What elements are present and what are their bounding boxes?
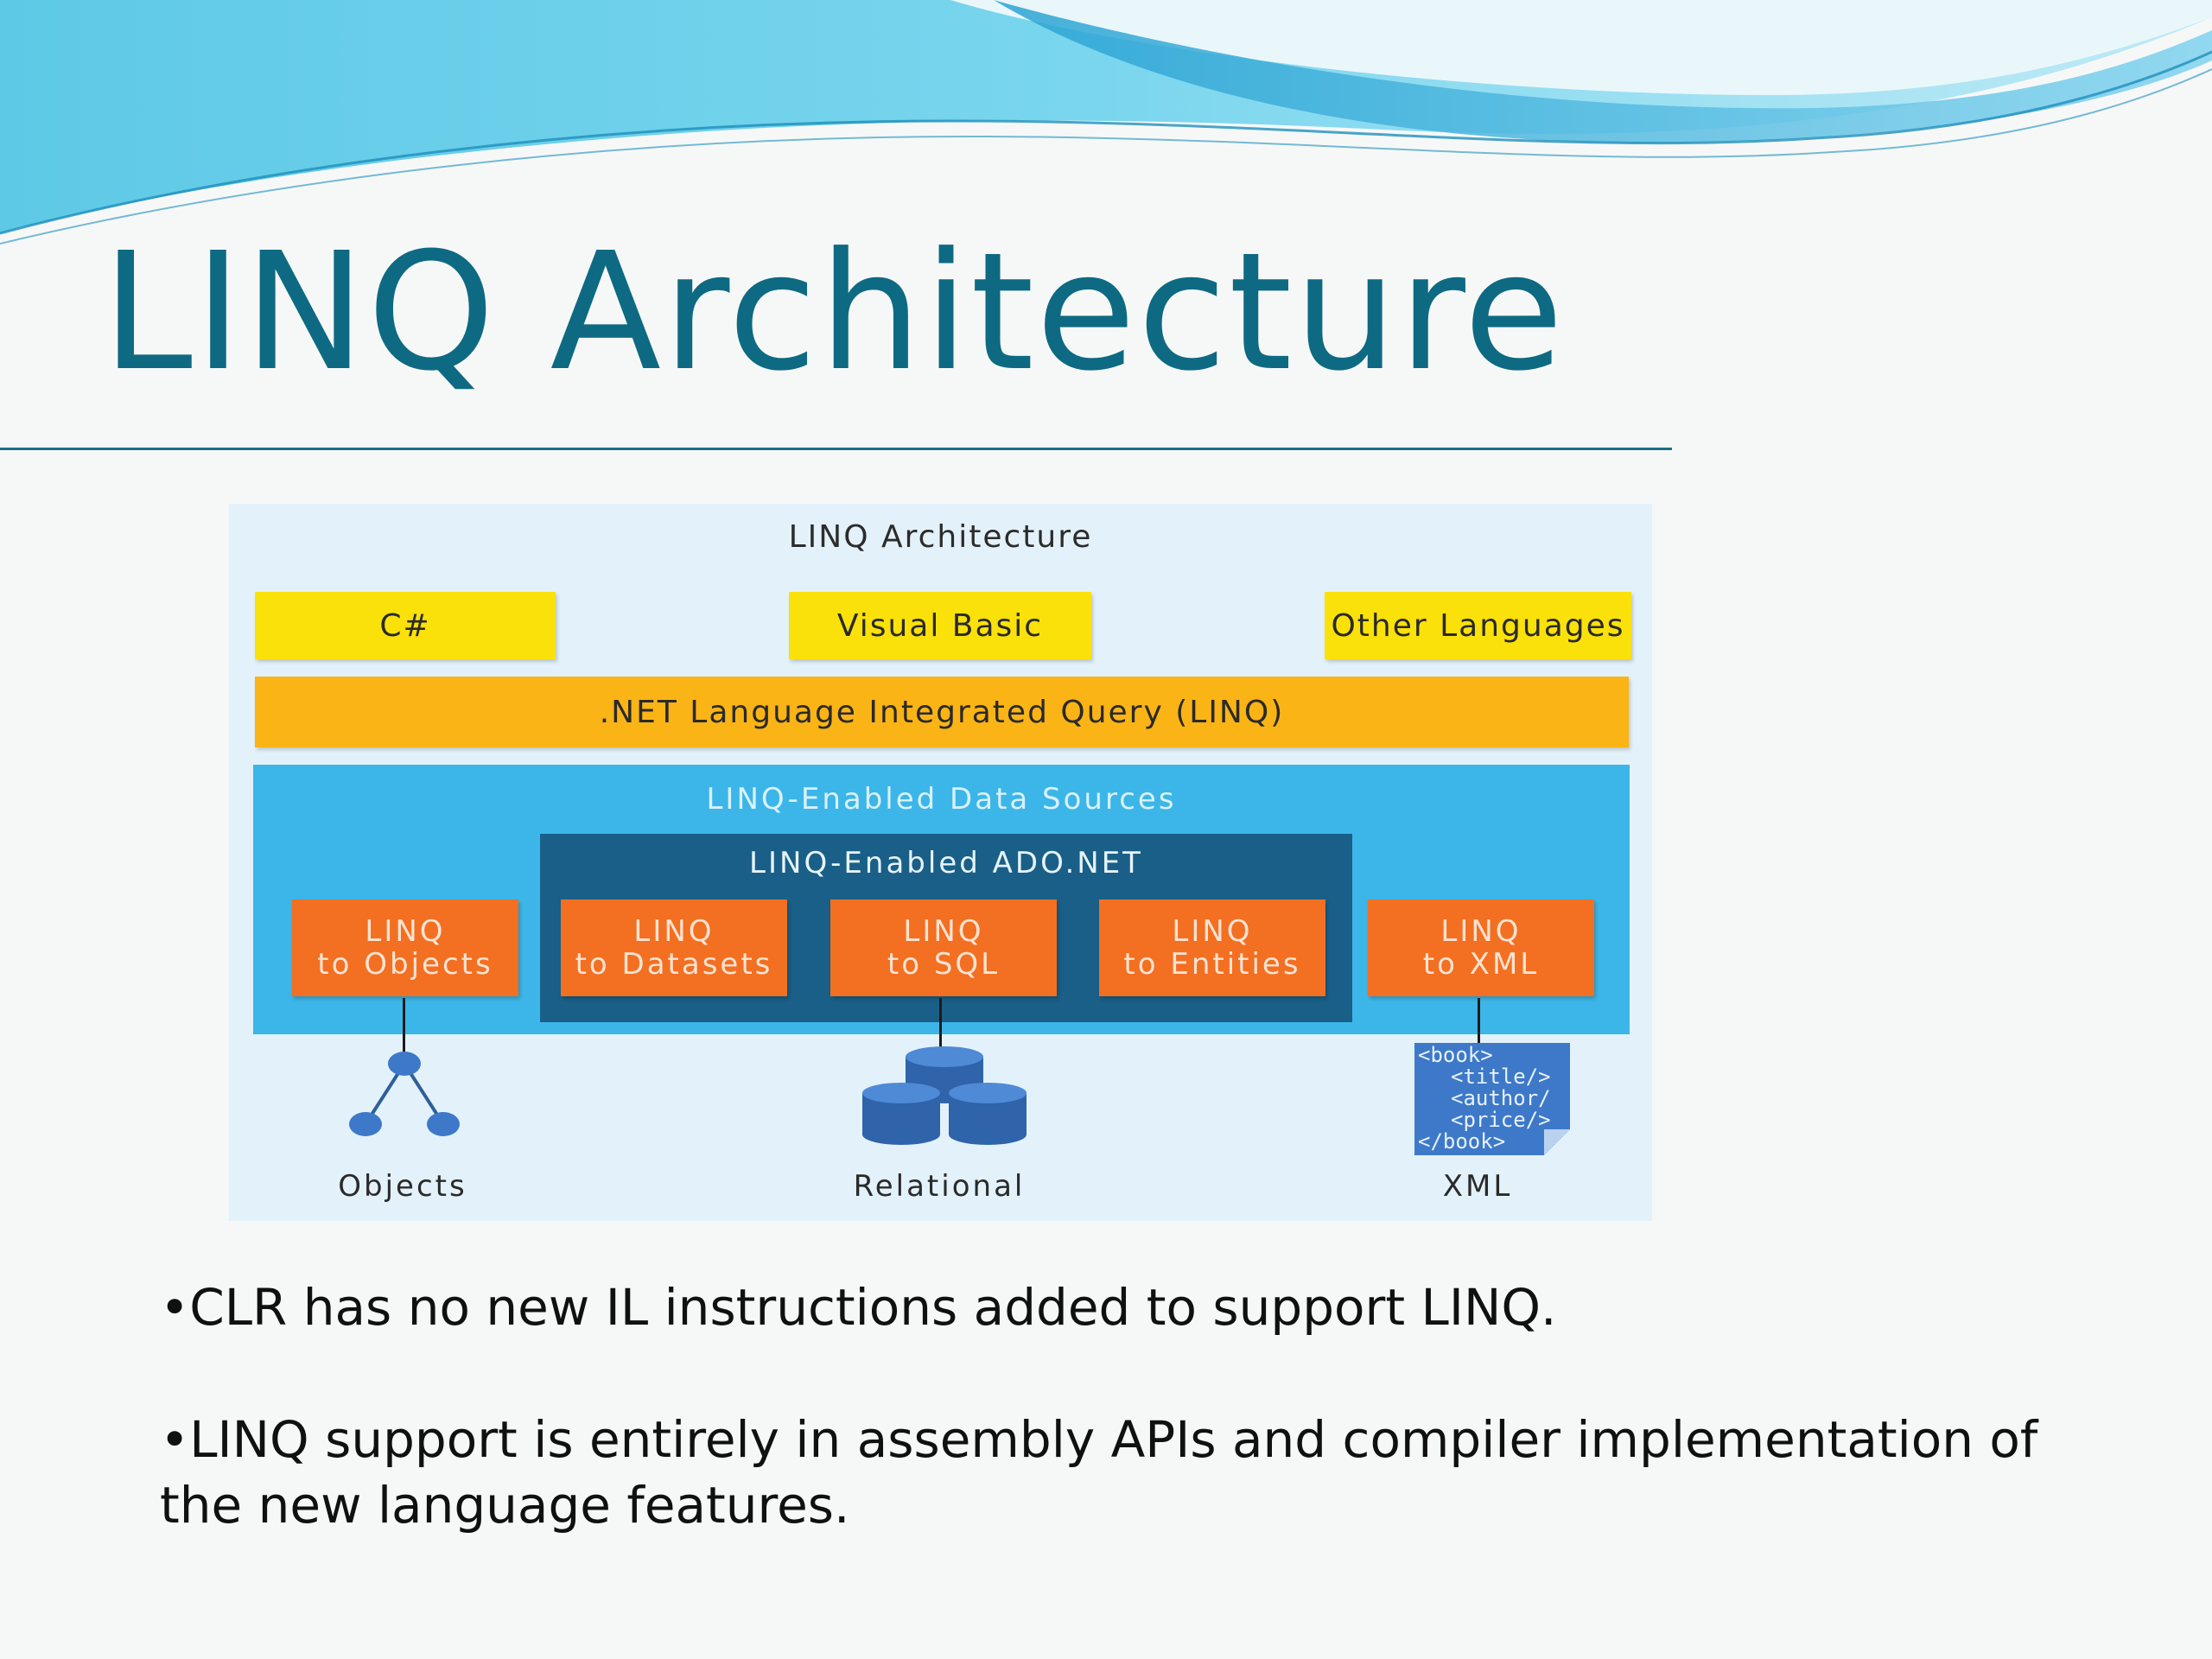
xml-snippet-line: <author/ bbox=[1451, 1086, 1551, 1110]
diagram-title: LINQ Architecture bbox=[788, 519, 1093, 555]
provider-line1: LINQ bbox=[1172, 914, 1253, 949]
provider-line2: to Objects bbox=[317, 947, 493, 982]
provider-line2: to SQL bbox=[887, 947, 1001, 982]
ado-net-label: LINQ-Enabled ADO.NET bbox=[749, 846, 1143, 880]
connector-relational bbox=[939, 998, 942, 1055]
target-label-objects: Objects bbox=[338, 1169, 467, 1204]
language-box-other-languages: Other Languages bbox=[1325, 592, 1631, 659]
provider-line2: to Entities bbox=[1123, 947, 1301, 982]
header-wave-decoration bbox=[0, 0, 2212, 245]
data-sources-panel: LINQ-Enabled Data Sources LINQ-Enabled A… bbox=[253, 765, 1630, 1034]
xml-snippet-line: <price/> bbox=[1451, 1108, 1551, 1132]
provider-linq-to-datasets: LINQ to Datasets bbox=[561, 899, 787, 996]
xml-snippet-line: <title/> bbox=[1451, 1065, 1551, 1089]
target-label-relational: Relational bbox=[853, 1169, 1026, 1204]
xml-snippet-line: <book> bbox=[1418, 1043, 1493, 1067]
xml-document-icon: <book> <title/> <author/ <price/> </book… bbox=[1414, 1043, 1570, 1155]
provider-line1: LINQ bbox=[633, 914, 715, 949]
connector-xml bbox=[1478, 998, 1480, 1043]
xml-snippet-line: </book> bbox=[1418, 1129, 1506, 1154]
provider-line1: LINQ bbox=[903, 914, 984, 949]
slide-title: LINQ Architecture bbox=[102, 218, 1566, 407]
provider-line1: LINQ bbox=[1440, 914, 1522, 949]
object-graph-icon bbox=[349, 1052, 460, 1136]
connector-objects bbox=[403, 998, 405, 1058]
provider-line1: LINQ bbox=[365, 914, 446, 949]
language-box-visual-basic: Visual Basic bbox=[789, 592, 1091, 659]
xml-document-shape bbox=[1414, 1043, 1570, 1155]
target-label-xml: XML bbox=[1442, 1169, 1513, 1204]
provider-linq-to-sql: LINQ to SQL bbox=[830, 899, 1057, 996]
linq-layer-bar: .NET Language Integrated Query (LINQ) bbox=[255, 677, 1629, 747]
architecture-diagram: LINQ Architecture C# Visual Basic Other … bbox=[229, 504, 1652, 1221]
provider-linq-to-entities: LINQ to Entities bbox=[1099, 899, 1325, 996]
language-box-csharp: C# bbox=[255, 592, 556, 659]
title-divider bbox=[0, 448, 1672, 450]
database-icon bbox=[862, 1046, 1027, 1145]
data-sources-label: LINQ-Enabled Data Sources bbox=[706, 782, 1177, 817]
bullet-point: •CLR has no new IL instructions added to… bbox=[160, 1278, 1557, 1337]
bullet-point: •LINQ support is entirely in assembly AP… bbox=[160, 1410, 2038, 1535]
provider-line2: to XML bbox=[1422, 947, 1540, 982]
provider-linq-to-objects: LINQ to Objects bbox=[292, 899, 518, 996]
provider-linq-to-xml: LINQ to XML bbox=[1368, 899, 1594, 996]
provider-line2: to Datasets bbox=[575, 947, 773, 982]
